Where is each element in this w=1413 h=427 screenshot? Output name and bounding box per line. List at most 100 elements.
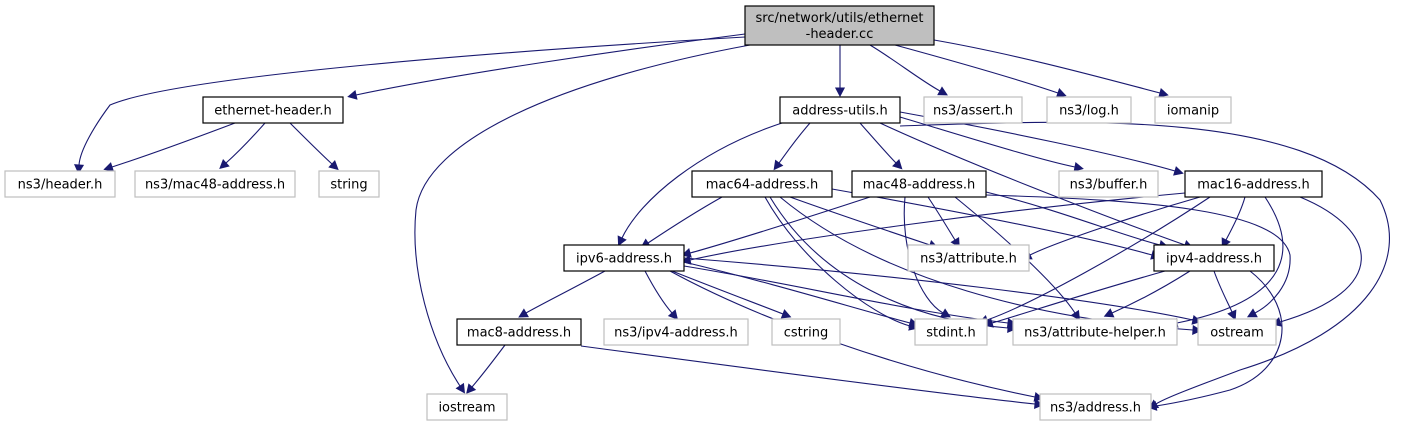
node-box	[771, 318, 841, 346]
edge-line	[689, 196, 871, 254]
edge-ipv6-to-ns3-ipv4	[644, 270, 679, 320]
edge-line	[1111, 270, 1191, 314]
edge-address-utils-to-ns3-buffer	[899, 116, 1084, 172]
edge-root-to-ns3-header	[74, 36, 746, 175]
edge-arrowhead	[103, 162, 115, 172]
edge-line	[111, 122, 236, 168]
edge-address-utils-to-mac64	[773, 122, 811, 171]
edge-mac8-to-ns3-address	[580, 345, 1045, 409]
edge-line	[789, 196, 931, 246]
edge-line	[1279, 196, 1362, 323]
edge-line	[985, 194, 1291, 314]
edge-root-to-ethernet-header	[347, 33, 746, 100]
node-label: cstring	[784, 326, 828, 341]
edge-line	[991, 270, 1166, 324]
edge-arrowhead	[834, 87, 846, 98]
edge-line	[525, 270, 606, 314]
node-address-utils[interactable]: address-utils.h	[779, 96, 901, 124]
node-ethernet-header[interactable]: ethernet-header.h	[202, 96, 344, 124]
node-ipv6[interactable]: ipv6-address.h	[563, 244, 685, 272]
node-ns3-address: ns3/address.h	[1039, 393, 1152, 421]
node-label: ipv6-address.h	[576, 252, 672, 267]
node-box	[603, 318, 749, 346]
edge-mac48-to-ostream	[985, 194, 1291, 318]
edge-arrowhead	[892, 159, 903, 170]
node-mac16[interactable]: mac16-address.h	[1184, 170, 1323, 198]
node-box	[779, 96, 901, 124]
node-label: iomanip	[1167, 104, 1219, 119]
node-box	[1039, 393, 1152, 421]
edge-mac64-to-stdint	[764, 196, 919, 331]
edge-line	[78, 36, 746, 166]
edge-line	[1213, 270, 1233, 313]
node-label: ns3/ipv4-address.h	[614, 326, 738, 341]
node-box	[851, 170, 987, 198]
node-stdint: stdint.h	[914, 318, 988, 346]
node-box	[691, 170, 833, 198]
edge-mac48-to-ns3-attr-helper	[954, 196, 1080, 321]
node-cstring: cstring	[771, 318, 841, 346]
edge-arrowhead	[219, 158, 230, 170]
edge-arrowhead	[1158, 87, 1169, 98]
node-label: ipv4-address.h	[1166, 252, 1262, 267]
node-ipv4[interactable]: ipv4-address.h	[1153, 244, 1275, 272]
edge-mac16-to-ostream	[1271, 196, 1362, 327]
edge-root-to-ns3-assert	[869, 44, 948, 96]
node-label: ns3/address.h	[1050, 401, 1141, 416]
node-ostream: ostream	[1197, 318, 1277, 346]
node-label: ostream	[1210, 326, 1264, 341]
node-label: ns3/attribute.h	[920, 252, 1017, 267]
node-ns3-mac48: ns3/mac48-address.h	[134, 170, 296, 198]
node-box	[4, 170, 116, 198]
edge-line	[954, 196, 1076, 314]
node-root[interactable]: src/network/utils/ethernet-header.cc	[744, 5, 935, 46]
edge-ipv4-to-ns3-attr-helper	[1103, 270, 1191, 318]
node-label: address-utils.h	[792, 104, 887, 119]
edge-arrowhead	[773, 159, 784, 171]
node-box	[1046, 96, 1132, 124]
node-mac64[interactable]: mac64-address.h	[691, 170, 833, 198]
node-mac8[interactable]: mac8-address.h	[456, 318, 582, 346]
edge-mac16-to-ipv4	[1221, 196, 1246, 249]
edge-line	[986, 196, 1211, 321]
node-label: ns3/buffer.h	[1070, 178, 1148, 193]
edge-arrowhead	[1173, 166, 1184, 176]
edge-line	[289, 122, 333, 165]
edge-arrowhead	[1192, 324, 1203, 335]
edge-line	[644, 270, 673, 314]
edge-ethernet-header-to-ns3-mac48	[219, 122, 266, 170]
node-box	[318, 170, 380, 198]
node-box	[1197, 318, 1277, 346]
edge-arrowhead	[780, 309, 792, 319]
edge-root-to-iostream	[414, 44, 751, 394]
node-mac48[interactable]: mac48-address.h	[851, 170, 987, 198]
edge-line	[764, 196, 911, 327]
edge-line	[683, 265, 1009, 324]
node-iostream: iostream	[426, 393, 508, 421]
edge-ethernet-header-to-ns3-header	[103, 122, 236, 172]
edge-line	[1029, 196, 1201, 256]
edge-ipv6-to-mac8	[518, 270, 606, 318]
edge-arrowhead	[667, 309, 679, 320]
edge-line	[471, 344, 506, 388]
node-ns3-assert: ns3/assert.h	[923, 96, 1023, 124]
node-label: ns3/attribute-helper.h	[1024, 326, 1166, 341]
edge-arrowhead	[1227, 309, 1237, 321]
node-label: mac16-address.h	[1197, 178, 1309, 193]
edge-arrowhead	[1070, 309, 1080, 321]
edge-arrowhead	[455, 382, 465, 394]
node-label: ns3/log.h	[1059, 104, 1119, 119]
node-box	[134, 170, 296, 198]
edge-ethernet-header-to-string	[289, 122, 339, 171]
edge-arrowhead	[1055, 88, 1067, 98]
edge-line	[859, 122, 897, 164]
edge-root-to-address-utils	[834, 45, 846, 98]
node-label: ns3/assert.h	[933, 104, 1013, 119]
node-label: ns3/header.h	[18, 178, 103, 193]
edge-arrowhead	[1103, 308, 1115, 318]
edge-line	[671, 270, 784, 315]
edge-arrowhead	[937, 86, 948, 96]
node-ns3-buffer: ns3/buffer.h	[1058, 170, 1159, 198]
node-box	[563, 244, 685, 272]
edge-root-to-iomanip	[933, 39, 1169, 98]
